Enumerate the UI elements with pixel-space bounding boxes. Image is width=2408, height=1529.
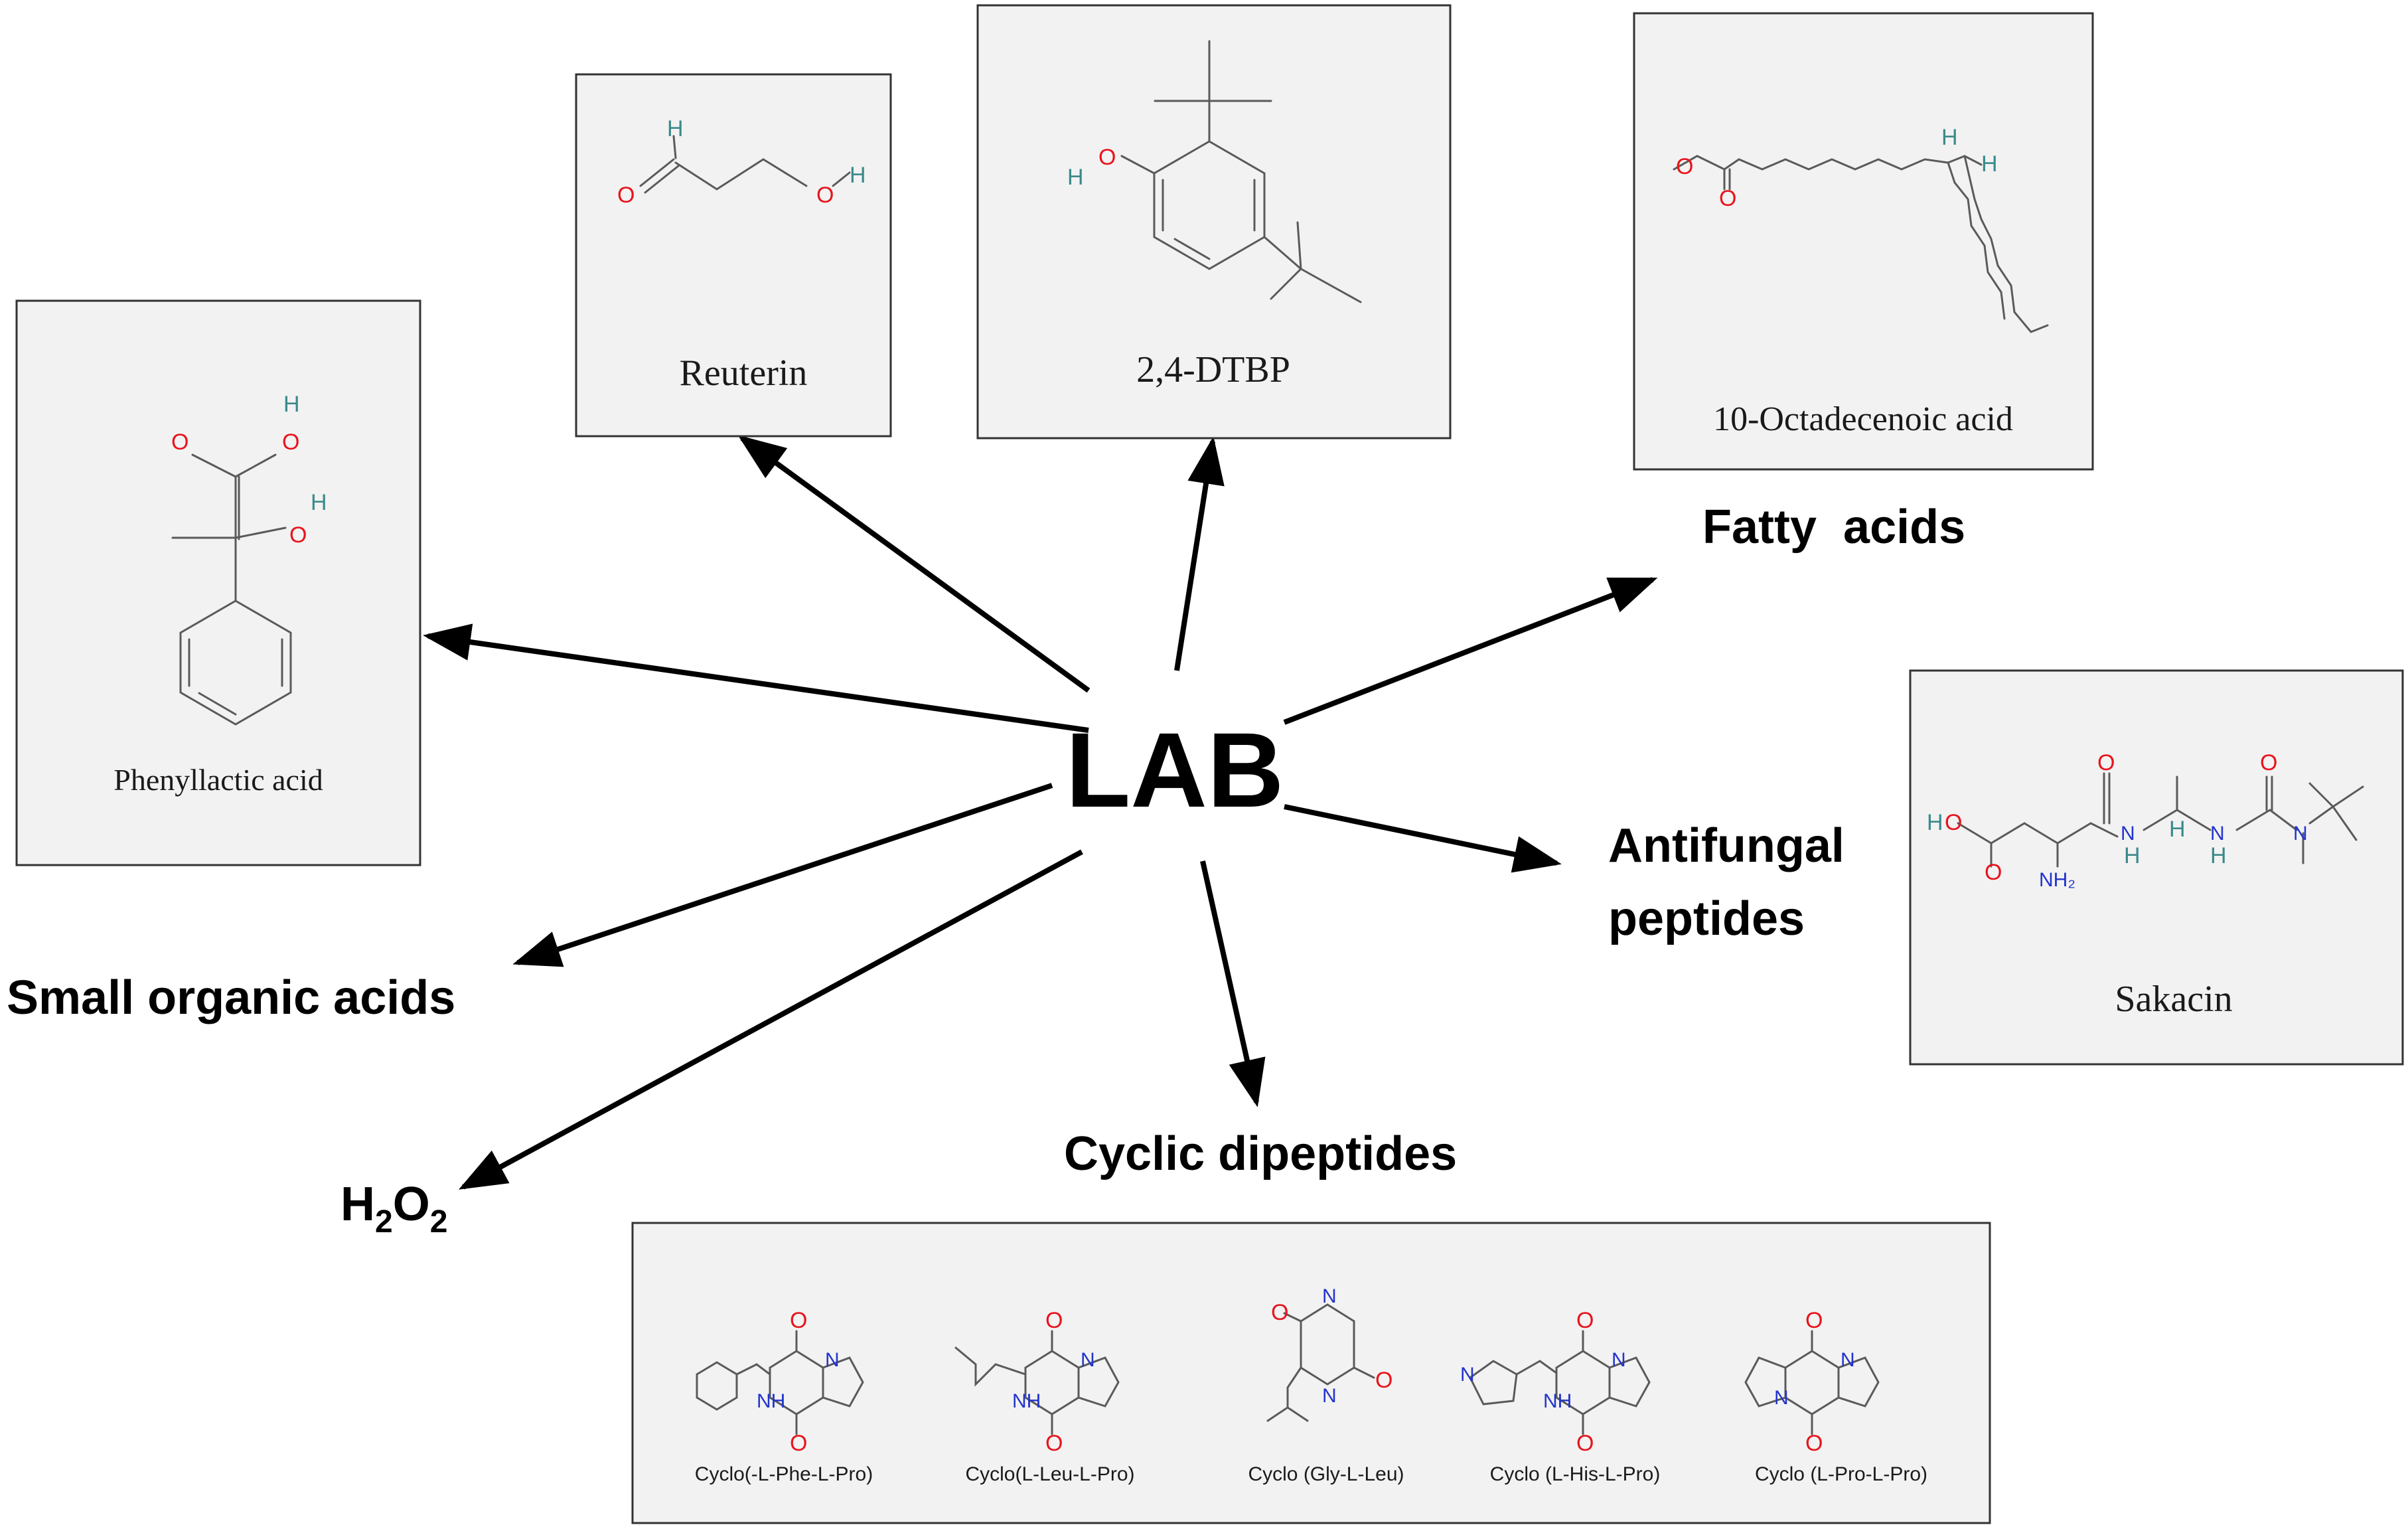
phenyllactic-label: Phenyllactic acid (113, 763, 323, 797)
cyclo-gly-leu-label: Cyclo (Gly-L-Leu) (1248, 1463, 1404, 1485)
svg-text:N: N (1774, 1387, 1789, 1409)
reuterin-label: Reuterin (680, 353, 808, 394)
svg-text:O: O (1985, 860, 2002, 885)
svg-text:N: N (825, 1349, 840, 1371)
svg-text:H: H (1927, 810, 1943, 835)
cyclo-pro-pro-structure: O O N N (1744, 1308, 1880, 1456)
svg-text:N: N (1081, 1349, 1095, 1371)
arrows (423, 435, 1658, 1190)
svg-text:O: O (1271, 1300, 1288, 1325)
octadecenoic-box: O O H H 10-Octadecenoic acid (1633, 12, 2094, 471)
svg-text:O: O (1375, 1368, 1392, 1393)
svg-text:H: H (1981, 151, 1998, 177)
svg-text:O: O (1719, 186, 1736, 211)
dtbp-label: 2,4-DTBP (1136, 349, 1290, 390)
svg-text:O: O (1045, 1308, 1063, 1333)
cyclo-phe-pro-label: Cyclo(-L-Phe-L-Pro) (695, 1463, 873, 1485)
svg-text:O: O (1805, 1431, 1823, 1456)
svg-text:O: O (2260, 750, 2277, 775)
svg-text:N: N (2210, 823, 2225, 845)
svg-text:H: H (2169, 817, 2186, 842)
svg-text:O: O (171, 430, 188, 455)
svg-text:N: N (1460, 1364, 1475, 1386)
svg-text:N: N (1841, 1349, 1855, 1371)
category-h2o2: H2O2 (340, 1178, 447, 1240)
reuterin-structure: O H O H (617, 116, 866, 208)
octadecenoic-structure: O O H H (1673, 125, 2049, 333)
phenyllactic-box: O O H O H Phenyllactic acid (15, 299, 421, 866)
svg-text:H: H (1067, 165, 1084, 190)
cyclo-leu-pro-structure: O O N NH (954, 1308, 1120, 1456)
svg-text:H: H (311, 490, 327, 515)
category-antifungal-line2: peptides (1608, 892, 1805, 945)
cyclo-his-pro-label: Cyclo (L-His-L-Pro) (1490, 1463, 1661, 1485)
svg-text:H: H (667, 116, 684, 141)
svg-text:H: H (283, 392, 300, 417)
svg-text:O: O (1676, 154, 1693, 179)
svg-text:N: N (1612, 1349, 1626, 1371)
category-small-organic-acids: Small organic acids (7, 971, 455, 1024)
octadecenoic-label: 10-Octadecenoic acid (1713, 400, 2013, 438)
arrow-to-dtbp (1174, 436, 1225, 671)
svg-text:N: N (1322, 1385, 1337, 1407)
arrow-to-cyclic-dipeptides (1200, 860, 1266, 1107)
svg-text:N: N (1322, 1285, 1337, 1307)
svg-text:NH: NH (1012, 1390, 1041, 1412)
svg-text:O: O (282, 430, 299, 455)
reuterin-box: O H O H Reuterin (575, 73, 892, 438)
svg-text:O: O (617, 183, 635, 208)
arrow-to-phenyllactic (423, 623, 1089, 733)
svg-text:N: N (2121, 823, 2135, 845)
cyclic-dipeptides-box: O O N NH Cyclo(-L-Phe-L-Pro) O O N NH Cy… (631, 1222, 1991, 1524)
svg-text:O: O (1576, 1308, 1594, 1333)
dtbp-structure: O H (1067, 40, 1362, 303)
svg-text:H: H (1941, 125, 1958, 150)
cyclo-leu-pro-label: Cyclo(L-Leu-L-Pro) (965, 1463, 1134, 1485)
svg-text:O: O (1805, 1308, 1823, 1333)
lab-label: LAB (1066, 710, 1284, 829)
svg-text:O: O (1098, 145, 1116, 170)
arrow-to-antifungal (1284, 804, 1562, 873)
svg-text:O: O (2097, 750, 2115, 775)
sakacin-label: Sakacin (2115, 979, 2232, 1020)
svg-text:N: N (2293, 823, 2308, 845)
sakacin-structure: O H O NH₂ O N H H N H O N (1927, 750, 2364, 891)
svg-text:H: H (850, 163, 866, 188)
cyclo-his-pro-structure: O O N NH N (1460, 1308, 1651, 1456)
svg-text:O: O (289, 523, 307, 548)
category-fatty-acids: Fatty acids (1702, 501, 1965, 554)
category-antifungal-line1: Antifungal (1608, 819, 1844, 872)
svg-text:O: O (1045, 1431, 1063, 1456)
cyclo-phe-pro-structure: O O N NH (696, 1308, 864, 1456)
svg-text:NH: NH (757, 1390, 785, 1412)
svg-text:O: O (1576, 1431, 1594, 1456)
svg-text:NH: NH (1543, 1390, 1572, 1412)
svg-text:O: O (790, 1308, 807, 1333)
sakacin-box: O H O NH₂ O N H H N H O N Sakacin (1909, 669, 2404, 1066)
arrow-to-h2o2 (458, 849, 1083, 1190)
arrow-to-fatty-acids (1283, 577, 1658, 725)
arrow-to-small-organic-acids (512, 783, 1053, 967)
svg-text:H: H (2210, 843, 2227, 868)
svg-text:NH₂: NH₂ (2039, 869, 2075, 891)
arrow-to-reuterin (737, 435, 1091, 693)
svg-text:O: O (816, 183, 834, 208)
cyclo-gly-leu-structure: O O N N (1266, 1285, 1392, 1422)
phenyllactic-structure: O O H O H (171, 392, 327, 726)
category-cyclic-dipeptides: Cyclic dipeptides (1064, 1127, 1457, 1180)
cyclo-pro-pro-label: Cyclo (L-Pro-L-Pro) (1755, 1463, 1927, 1485)
svg-text:H: H (2124, 843, 2141, 868)
svg-text:O: O (1945, 810, 1962, 835)
svg-text:O: O (790, 1431, 807, 1456)
dtbp-box: O H 2,4-DTBP (976, 4, 1452, 440)
